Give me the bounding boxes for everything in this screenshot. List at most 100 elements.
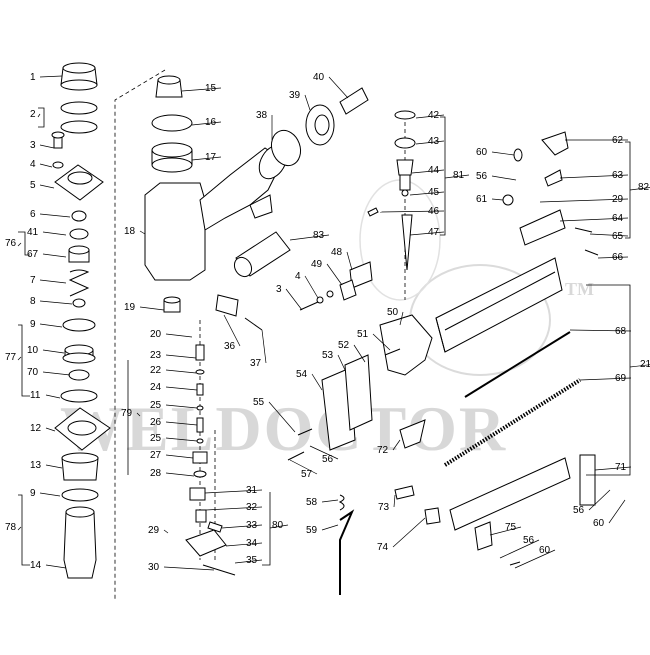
callout-leader bbox=[489, 526, 522, 536]
callout-leader bbox=[346, 251, 353, 271]
part-number-68: 68 bbox=[615, 326, 627, 337]
callout-leader bbox=[311, 373, 323, 391]
part-number-74: 74 bbox=[377, 542, 389, 553]
callout-leader bbox=[588, 489, 611, 511]
part-number-5: 5 bbox=[30, 180, 36, 191]
part-number-28: 28 bbox=[150, 468, 162, 479]
part-number-8: 8 bbox=[30, 296, 36, 307]
callout-leader bbox=[514, 549, 556, 569]
callout-leader bbox=[326, 263, 343, 286]
callout-leader bbox=[163, 529, 169, 534]
callout-leader bbox=[491, 175, 517, 181]
callout-leader bbox=[39, 75, 63, 78]
callout-leader bbox=[139, 230, 146, 235]
part-number-58: 58 bbox=[306, 497, 318, 508]
part-number-54: 54 bbox=[296, 369, 308, 380]
part-number-60: 60 bbox=[593, 518, 605, 529]
part-number-44: 44 bbox=[428, 165, 440, 176]
part-number-9: 9 bbox=[30, 319, 36, 330]
latch-lever bbox=[339, 509, 355, 595]
part-number-78: 78 bbox=[5, 522, 17, 533]
part-number-72: 72 bbox=[377, 445, 389, 456]
part-number-24: 24 bbox=[150, 382, 162, 393]
callout-leader bbox=[321, 524, 339, 531]
part-number-56: 56 bbox=[573, 505, 585, 516]
part-number-31: 31 bbox=[246, 485, 258, 496]
callout-leader bbox=[569, 329, 632, 332]
callout-leader bbox=[289, 459, 318, 475]
part-callouts: 1234564167767891070771112139781415161718… bbox=[5, 72, 650, 573]
part-number-13: 13 bbox=[30, 460, 42, 471]
callout-leader bbox=[165, 369, 197, 374]
part-number-77: 77 bbox=[5, 352, 17, 363]
callout-leader bbox=[165, 333, 193, 338]
watermark-trademark: TM bbox=[565, 279, 594, 299]
callout-leader bbox=[268, 401, 296, 433]
part-number-16: 16 bbox=[205, 117, 217, 128]
callout-leader bbox=[165, 354, 197, 359]
part-number-23: 23 bbox=[150, 350, 162, 361]
part-number-15: 15 bbox=[205, 83, 217, 94]
callout-leader bbox=[165, 437, 198, 442]
callout-leader bbox=[415, 140, 445, 145]
callout-leader bbox=[409, 231, 445, 236]
callout-leader bbox=[328, 76, 349, 99]
part-number-41: 41 bbox=[27, 227, 39, 238]
part-number-32: 32 bbox=[246, 502, 258, 513]
callout-leader bbox=[39, 163, 53, 168]
part-number-6: 6 bbox=[30, 209, 36, 220]
callout-leader bbox=[608, 499, 626, 524]
callout-leader bbox=[411, 169, 445, 174]
part-number-42: 42 bbox=[428, 110, 440, 121]
part-number-56: 56 bbox=[523, 535, 535, 546]
nailer-body bbox=[144, 75, 288, 313]
part-number-82: 82 bbox=[638, 182, 650, 193]
part-number-56: 56 bbox=[322, 454, 334, 465]
part-number-60: 60 bbox=[476, 147, 488, 158]
callout-leader bbox=[165, 421, 198, 426]
callout-leader bbox=[39, 300, 73, 305]
part-number-80: 80 bbox=[272, 520, 284, 531]
callout-leader bbox=[304, 94, 311, 111]
callout-leader bbox=[39, 144, 55, 149]
part-number-75: 75 bbox=[505, 522, 517, 533]
part-number-45: 45 bbox=[428, 187, 440, 198]
callout-leader bbox=[45, 564, 67, 569]
callout-leader bbox=[191, 156, 222, 161]
callout-leader bbox=[42, 253, 67, 258]
callout-leader bbox=[42, 231, 67, 236]
part-number-81: 81 bbox=[453, 170, 465, 181]
callout-leader bbox=[45, 464, 63, 469]
part-number-10: 10 bbox=[27, 345, 39, 356]
part-number-25: 25 bbox=[150, 400, 162, 411]
callout-leader bbox=[399, 311, 404, 326]
callout-leader bbox=[491, 151, 515, 156]
callout-leader bbox=[136, 412, 141, 417]
callout-leader bbox=[204, 489, 263, 494]
part-number-57: 57 bbox=[301, 469, 313, 480]
part-number-47: 47 bbox=[428, 227, 440, 238]
callout-leader bbox=[165, 386, 198, 391]
part-number-67: 67 bbox=[27, 249, 39, 260]
callout-leader bbox=[39, 492, 61, 497]
callout-leader bbox=[304, 275, 319, 299]
callout-leader bbox=[392, 517, 426, 548]
callout-leader bbox=[39, 184, 55, 189]
part-number-52: 52 bbox=[338, 340, 350, 351]
callout-leader bbox=[205, 506, 263, 511]
part-number-70: 70 bbox=[27, 367, 39, 378]
part-number-39: 39 bbox=[289, 90, 301, 101]
part-number-43: 43 bbox=[428, 136, 440, 147]
callout-leader bbox=[539, 198, 629, 203]
latch-spring bbox=[338, 494, 345, 511]
part-number-36: 36 bbox=[224, 341, 236, 352]
part-number-65: 65 bbox=[612, 231, 624, 242]
part-number-30: 30 bbox=[148, 562, 160, 573]
callout-leader bbox=[42, 349, 65, 354]
part-number-76: 76 bbox=[5, 238, 17, 249]
callout-leader bbox=[45, 394, 61, 399]
part-number-35: 35 bbox=[246, 555, 258, 566]
callout-leader bbox=[393, 494, 396, 508]
part-number-11: 11 bbox=[30, 390, 41, 401]
callout-leader bbox=[17, 242, 22, 247]
